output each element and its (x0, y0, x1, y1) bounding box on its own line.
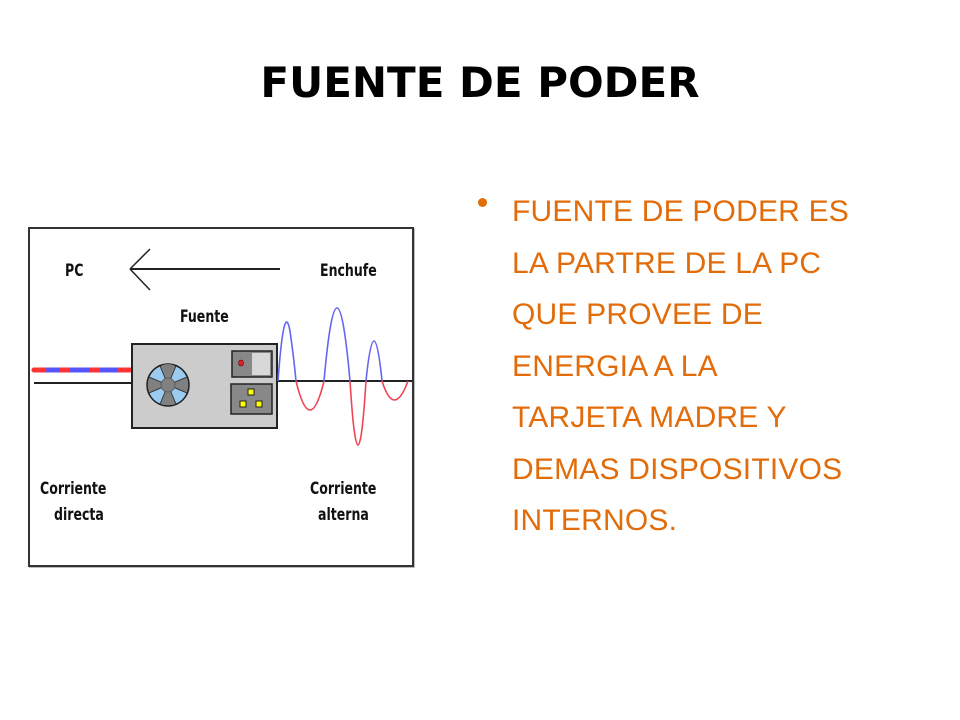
label-enchufe: Enchufe (320, 261, 377, 281)
power-switch-icon (231, 350, 273, 378)
slide-title: FUENTE DE PODER (260, 58, 700, 107)
bullet-text: FUENTE DE PODER ES LA PARTRE DE LA PC QU… (512, 195, 849, 537)
dc-current-icon (31, 367, 133, 384)
label-fuente: Fuente (180, 307, 229, 327)
bullet-dot-icon (478, 198, 487, 207)
power-socket-icon (230, 383, 273, 415)
label-ac-line1: Corriente (310, 479, 377, 499)
label-ac-line2: alterna (318, 505, 369, 525)
power-supply-diagram: PC Enchufe Fuente Corriente directa Corr… (28, 227, 414, 567)
bullet-item: FUENTE DE PODER ES LA PARTRE DE LA PC QU… (472, 186, 912, 547)
label-pc: PC (65, 261, 84, 281)
diagram-graphic (31, 248, 412, 446)
label-dc-line2: directa (54, 505, 104, 525)
arrow-left-icon (129, 248, 280, 291)
label-dc-line1: Corriente (40, 479, 107, 499)
bullet-list: FUENTE DE PODER ES LA PARTRE DE LA PC QU… (472, 186, 912, 547)
fan-icon (146, 363, 190, 407)
ac-wave-icon (277, 307, 412, 446)
